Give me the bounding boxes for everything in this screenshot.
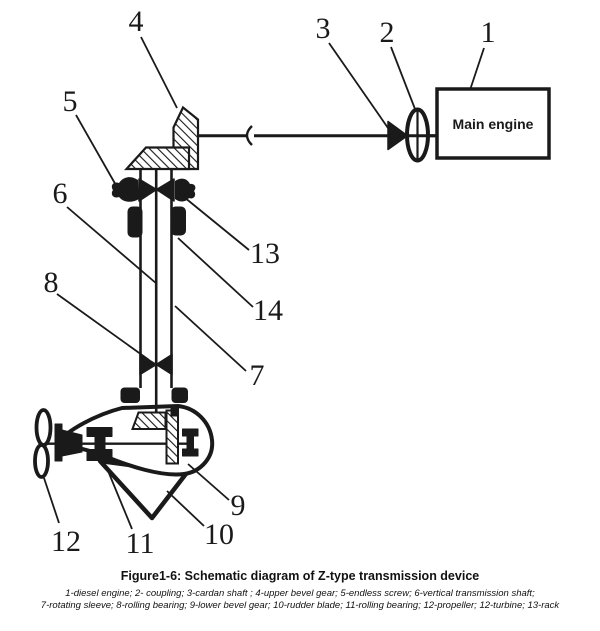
lower-bevel-gear — [131, 405, 179, 465]
leader-14 — [177, 237, 254, 308]
leader-13 — [183, 196, 250, 251]
callout-3: 3 — [315, 12, 331, 45]
callout-1: 1 — [480, 16, 496, 49]
leader-4 — [140, 36, 178, 109]
callout-4: 4 — [128, 5, 144, 38]
coupling-symbol — [387, 107, 437, 163]
figure-caption-title: Figure1-6: Schematic diagram of Z-type t… — [120, 569, 480, 583]
main-engine-label: Main engine — [452, 115, 534, 132]
leader-6 — [66, 206, 158, 285]
callout-9: 9 — [230, 489, 246, 522]
figure-legend-line-2: 7-rotating sleeve; 8-rolling bearing; 9-… — [40, 600, 560, 611]
callout-7: 7 — [249, 359, 265, 392]
callout-8: 8 — [43, 266, 59, 299]
leader-8 — [56, 293, 150, 361]
callout-13: 13 — [250, 237, 280, 270]
leader-7 — [174, 305, 247, 372]
callout-11: 11 — [125, 527, 155, 560]
rolling-bearing-11 — [86, 427, 113, 461]
leader-2 — [390, 46, 416, 110]
leader-10 — [166, 490, 205, 527]
callout-12: 12 — [51, 525, 81, 558]
endless-screw — [111, 177, 196, 202]
leader-lines — [43, 36, 485, 530]
rolling-bearing-8 — [139, 353, 173, 376]
callout-10: 10 — [204, 518, 234, 551]
main-engine-box — [435, 87, 551, 160]
callout-5: 5 — [62, 85, 78, 118]
leader-11 — [105, 465, 133, 530]
callout-14: 14 — [253, 294, 283, 327]
leader-3 — [328, 42, 389, 129]
shaft-break-mark — [245, 125, 253, 146]
figure-legend-line-1: 1-diesel engine; 2- coupling; 3-cardan s… — [65, 588, 535, 599]
callout-2: 2 — [379, 16, 395, 49]
propeller — [33, 408, 53, 479]
leader-9 — [187, 463, 230, 501]
callout-6: 6 — [52, 177, 68, 210]
leader-1 — [469, 47, 485, 91]
shaft-feet — [120, 387, 188, 403]
bearing-spool — [182, 428, 199, 457]
leader-12 — [43, 477, 60, 524]
leader-5 — [75, 114, 118, 188]
propeller-hub — [54, 423, 83, 462]
vertical-shaft — [139, 169, 173, 412]
rack-blocks — [127, 206, 186, 238]
upper-bevel-gear — [124, 105, 200, 171]
